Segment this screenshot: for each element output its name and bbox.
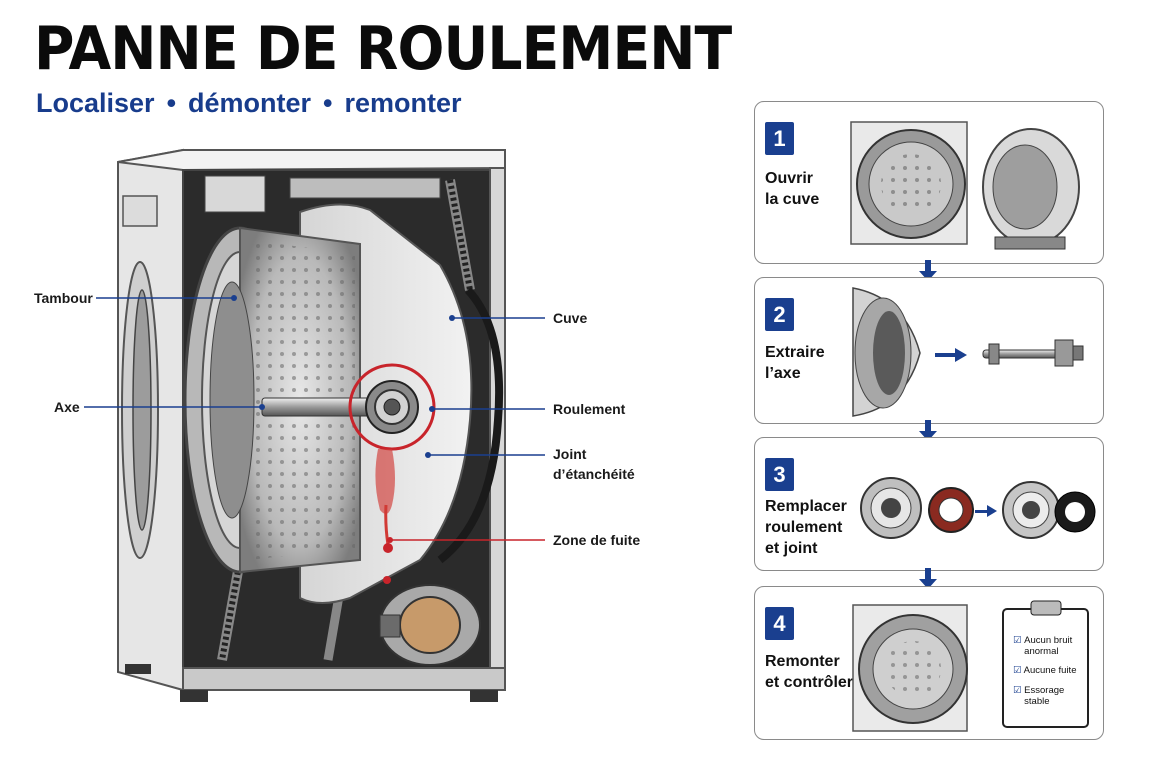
checkbox-checked-icon: ☑ <box>1013 635 1022 646</box>
step-card-3: 3 Remplacer roulement et joint <box>754 437 1104 571</box>
step-4-text: Remonter et contrôler <box>765 651 853 693</box>
step-1-line1: Ouvrir <box>765 170 814 187</box>
subtitle: Localiser • démonter • remonter <box>36 88 462 119</box>
label-joint-line1: Joint <box>553 446 587 462</box>
step-4-line2: et contrôler <box>765 674 854 691</box>
checklist-item-3-line2: stable <box>1024 696 1050 707</box>
step-card-1: 1 Ouvrir la cuve <box>754 101 1104 264</box>
step-1-line2: la cuve <box>765 191 820 208</box>
label-axe: Axe <box>54 399 80 415</box>
step-1-text: Ouvrir la cuve <box>765 168 819 210</box>
step-2-text: Extraire l’axe <box>765 342 825 384</box>
step-3-line2: roulement <box>765 519 843 536</box>
checklist-item-2-line1: Aucune fuite <box>1023 665 1077 676</box>
arrow-down-icon <box>919 568 937 589</box>
checklist-item-1: ☑ Aucun bruit anormal <box>1013 635 1072 657</box>
reassembled-machine-illustration <box>852 604 968 732</box>
open-tub-illustration <box>850 121 1080 250</box>
checklist-item-3-line1: Essorage <box>1024 685 1065 696</box>
label-tambour: Tambour <box>34 290 93 306</box>
subtitle-separator: • <box>323 88 333 118</box>
page-title: PANNE DE ROULEMENT <box>34 14 732 84</box>
label-joint-line2: d’étanchéité <box>553 466 635 482</box>
checkbox-checked-icon: ☑ <box>1013 665 1022 676</box>
replace-bearing-seal-illustration <box>860 477 1096 539</box>
label-roulement: Roulement <box>553 401 626 417</box>
subtitle-remonter: remonter <box>344 88 462 118</box>
label-cuve: Cuve <box>553 310 588 326</box>
step-4-line1: Remonter <box>765 653 840 670</box>
checklist-item-2: ☑ Aucune fuite <box>1013 665 1076 676</box>
clipboard-icon <box>1002 600 1089 728</box>
step-number-badge: 1 <box>765 122 794 155</box>
step-3-text: Remplacer roulement et joint <box>765 496 847 559</box>
step-number-badge: 3 <box>765 458 794 491</box>
label-joint: Joint d’étanchéité <box>553 444 635 484</box>
label-zone-fuite: Zone de fuite <box>553 532 641 548</box>
checkbox-checked-icon: ☑ <box>1013 685 1022 696</box>
step-number-badge: 4 <box>765 607 794 640</box>
subtitle-separator: • <box>166 88 177 118</box>
step-3-line3: et joint <box>765 540 818 557</box>
step-2-line2: l’axe <box>765 365 801 382</box>
step-3-line1: Remplacer <box>765 498 847 515</box>
arrow-down-icon <box>919 420 937 441</box>
subtitle-localiser: Localiser <box>36 88 155 118</box>
subtitle-demonter: démonter <box>188 88 312 118</box>
checklist-item-1-line2: anormal <box>1024 646 1059 657</box>
arrow-down-icon <box>919 260 937 281</box>
extract-shaft-illustration <box>852 287 1084 417</box>
washing-machine-cutaway-illustration <box>84 148 545 702</box>
step-number-badge: 2 <box>765 298 794 331</box>
step-2-line1: Extraire <box>765 344 825 361</box>
step-card-2: 2 Extraire l’axe <box>754 277 1104 424</box>
step-card-4: 4 Remonter et contrôler ☑ Aucun bruit an… <box>754 586 1104 740</box>
checklist-item-3: ☑ Essorage stable <box>1013 685 1064 707</box>
checklist-item-1-line1: Aucun bruit <box>1024 635 1073 646</box>
